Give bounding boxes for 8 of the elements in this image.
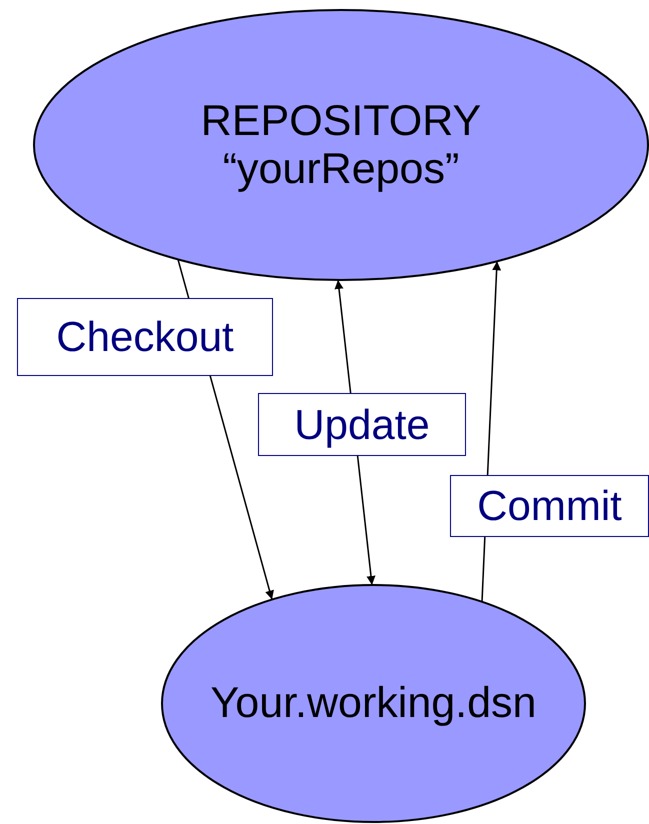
edge-label: Update <box>258 393 466 456</box>
edge-label: Commit <box>450 475 649 537</box>
ellipse-node <box>34 10 648 280</box>
node-label: REPOSITORY <box>200 96 482 145</box>
edge-label: Checkout <box>17 298 273 376</box>
node-label: “yourRepos” <box>222 145 460 194</box>
node-label: Your.working.dsn <box>210 679 536 728</box>
ellipse-node <box>162 585 585 822</box>
